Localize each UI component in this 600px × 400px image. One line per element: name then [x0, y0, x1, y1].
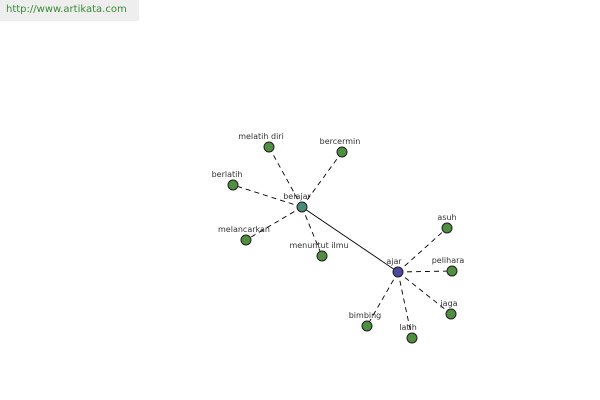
source-link[interactable]: http://www.artikata.com [6, 4, 127, 15]
edge-belajar-bercermin [301, 151, 343, 208]
node-ajar[interactable] [392, 266, 404, 278]
edge-ajar-latih [397, 271, 413, 339]
edge-belajar-melatih-diri [268, 146, 303, 208]
node-label-ajar: ajar [386, 257, 402, 266]
edge-ajar-asuh [397, 227, 448, 273]
edge-ajar-jaga [397, 271, 452, 315]
edge-ajar-bimbing [366, 271, 399, 327]
node-bimbing[interactable] [361, 320, 373, 332]
node-label-jaga: jaga [439, 299, 457, 308]
labels-layer: belajar ajar melatih diri bercermin berlatih… [212, 132, 465, 332]
edge-belajar-berlatih [232, 184, 303, 208]
node-label-latih: latih [399, 323, 417, 332]
node-label-melancarkan: melancarkan [218, 225, 270, 234]
node-label-berlatih: berlatih [212, 170, 243, 179]
node-belajar[interactable] [296, 201, 308, 213]
node-label-pelihara: pelihara [432, 256, 465, 265]
node-label-bimbing: bimbing [349, 311, 382, 320]
edge-ajar-pelihara [397, 270, 453, 273]
node-label-melatih-diri: melatih diri [238, 132, 284, 141]
node-berlatih[interactable] [227, 179, 239, 191]
node-label-belajar: belajar [283, 192, 311, 201]
node-melatih-diri[interactable] [263, 141, 275, 153]
edges-layer [232, 146, 453, 339]
edge-belajar-ajar [301, 206, 399, 273]
node-label-asuh: asuh [437, 213, 456, 222]
node-label-menuntut-ilmu: menuntut ilmu [289, 241, 348, 250]
nodes-layer [227, 141, 458, 344]
node-pelihara[interactable] [446, 265, 458, 277]
node-melancarkan[interactable] [240, 234, 252, 246]
node-menuntut-ilmu[interactable] [316, 250, 328, 262]
edge-belajar-melancarkan [245, 206, 303, 241]
node-label-bercermin: bercermin [320, 137, 361, 146]
node-jaga[interactable] [445, 308, 457, 320]
node-bercermin[interactable] [336, 146, 348, 158]
node-asuh[interactable] [441, 222, 453, 234]
source-banner: http://www.artikata.com [0, 0, 139, 21]
node-latih[interactable] [406, 332, 418, 344]
